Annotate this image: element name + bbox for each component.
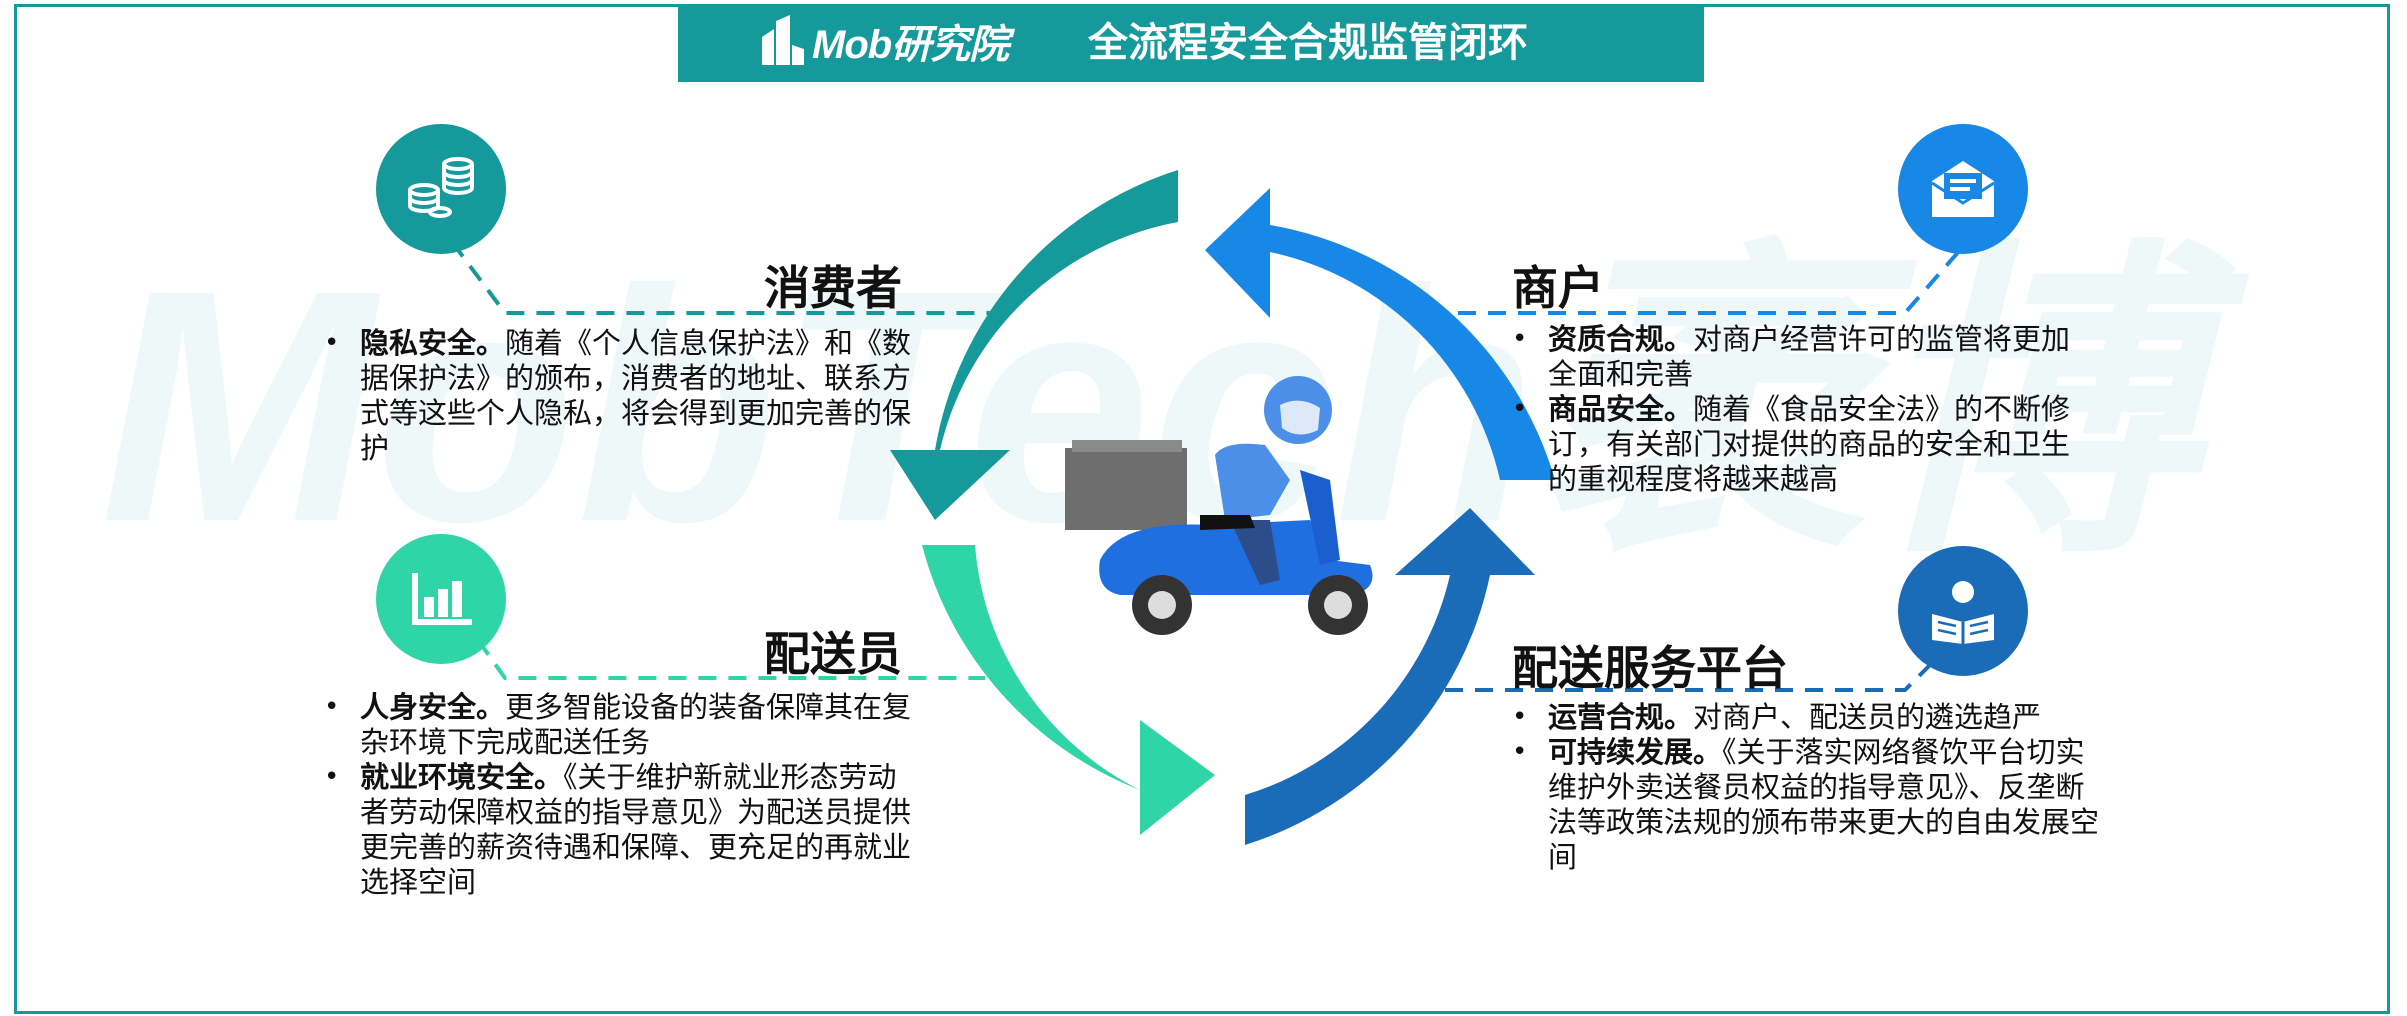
courier-icon-circle [376,534,506,664]
list-item: 商品安全。随着《食品安全法》的不断修订，有关部门对提供的商品的安全和卫生的重视程… [1508,392,2094,497]
list-item: 人身安全。更多智能设备的装备保障其在复杂环境下完成配送任务 [320,690,916,760]
heading-merchant: 商户 [1512,261,1604,315]
header-bar [678,4,1704,82]
arrow-mint [922,545,1215,835]
connector-courier [476,638,985,680]
heading-platform: 配送服务平台 [1512,641,1788,695]
list-item: 可持续发展。《关于落实网络餐饮平台切实维护外卖送餐员权益的指导意见》、反垄断法等… [1508,735,2104,875]
heading-courier: 配送员 [764,627,902,681]
coins-stack-icon [408,157,474,218]
connector-merchant [1428,248,1962,315]
arrow-navy [1245,508,1535,845]
reader-book-icon [1932,581,1994,644]
bullet-text: 对商户经营许可的监管将更加全面和完善 [1548,322,2071,391]
merchant-bullets: 资质合规。对商户经营许可的监管将更加全面和完善 商品安全。随着《食品安全法》的不… [1508,322,2094,497]
merchant-icon-circle [1898,124,2028,254]
bullet-text: 随着《食品安全法》的不断修订，有关部门对提供的商品的安全和卫生的重视程度将越来越… [1548,392,2071,496]
arrow-blue [1205,188,1555,480]
list-item: 就业环境安全。《关于维护新就业形态劳动者劳动保障权益的指导意见》为配送员提供更完… [320,760,916,900]
list-item: 隐私安全。随着《个人信息保护法》和《数据保护法》的颁布，消费者的地址、联系方式等… [320,326,916,466]
heading-consumer: 消费者 [764,261,902,315]
delivery-scooter-icon [1065,376,1373,635]
platform-bullets: 运营合规。对商户、配送员的遴选趋严 可持续发展。《关于落实网络餐饮平台切实维护外… [1508,700,2104,875]
bullet-text: 随着《个人信息保护法》和《数据保护法》的颁布，消费者的地址、联系方式等这些个人隐… [360,326,912,465]
bullet-text: 《关于维护新就业形态劳动者劳动保障权益的指导意见》为配送员提供更完善的薪资待遇和… [360,760,912,899]
bullet-title: 隐私安全。 [360,326,506,360]
bullet-text: 对商户、配送员的遴选趋严 [1693,700,2042,734]
bullet-title: 可持续发展。 [1548,735,1723,769]
logo-building-icon [762,15,804,65]
platform-icon-circle [1898,546,2028,676]
bullet-text: 更多智能设备的装备保障其在复杂环境下完成配送任务 [360,690,912,759]
page-title: 全流程安全合规监管闭环 [1088,20,1528,66]
bar-chart-icon [412,573,472,625]
bullet-title: 资质合规。 [1548,322,1694,356]
courier-bullets: 人身安全。更多智能设备的装备保障其在复杂环境下完成配送任务 就业环境安全。《关于… [320,690,916,900]
logo: Mob研究院 [760,10,1009,72]
bullet-title: 人身安全。 [360,690,506,724]
bullet-text: 《关于落实网络餐饮平台切实维护外卖送餐员权益的指导意见》、反垄断法等政策法规的颁… [1548,735,2100,874]
logo-text: Mob研究院 [812,23,1009,67]
bullet-title: 运营合规。 [1548,700,1694,734]
bullet-title: 就业环境安全。 [360,760,564,794]
dashed-connectors [450,240,1962,692]
consumer-bullets: 隐私安全。随着《个人信息保护法》和《数据保护法》的颁布，消费者的地址、联系方式等… [320,326,916,466]
list-item: 运营合规。对商户、配送员的遴选趋严 [1508,700,2104,735]
bullet-title: 商品安全。 [1548,392,1694,426]
mail-envelope-icon [1931,161,1995,217]
arrow-teal [890,170,1178,520]
consumer-icon-circle [376,124,506,254]
connector-consumer [450,240,1000,315]
connector-platform [1445,653,1942,692]
list-item: 资质合规。对商户经营许可的监管将更加全面和完善 [1508,322,2094,392]
